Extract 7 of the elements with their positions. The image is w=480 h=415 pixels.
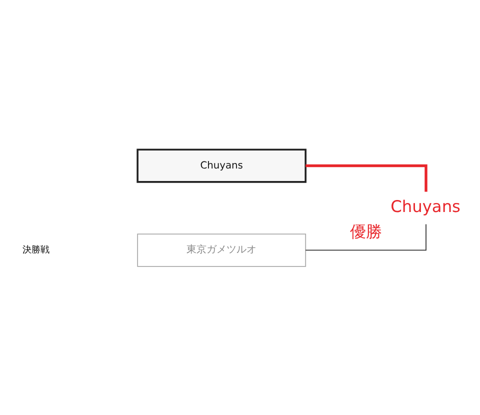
node-label: 優勝 bbox=[350, 222, 382, 241]
label: 決勝戦 bbox=[22, 244, 50, 255]
node-box: Chuyans bbox=[136, 148, 306, 182]
node-text: Chuyans bbox=[390, 196, 460, 216]
connector bbox=[306, 164, 428, 192]
connector bbox=[305, 223, 426, 250]
node-box: 東京ガメツルオ bbox=[137, 233, 306, 266]
